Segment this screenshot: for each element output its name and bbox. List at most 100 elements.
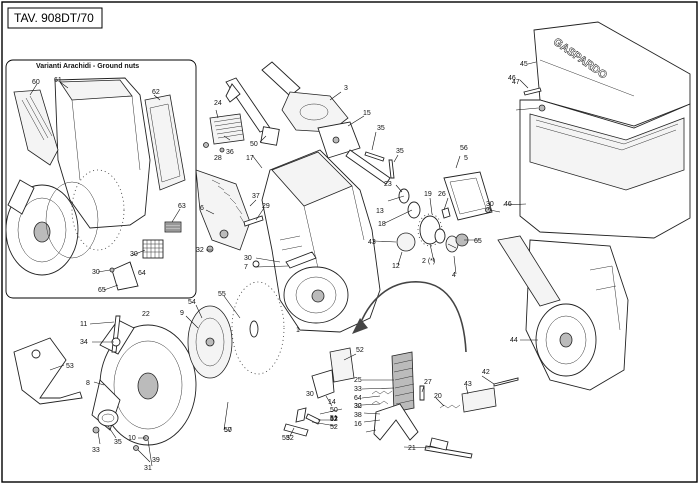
label-33a: 32 [196, 247, 204, 254]
label-28b: 65 [474, 238, 482, 245]
label-20-placed: 20 [434, 393, 442, 400]
inset-seed-disc [71, 169, 125, 251]
bracket-14 [311, 369, 335, 399]
label-36: 35 [114, 439, 122, 446]
label-29: 29 [262, 203, 270, 210]
label-10: 10 [128, 435, 136, 442]
label-5: 5 [464, 155, 468, 162]
assembly-arrow [357, 281, 467, 353]
label-32: 32 [354, 403, 362, 410]
label-51c: 52 [330, 416, 338, 423]
label-58: 56 [460, 145, 468, 152]
bolt-33 [206, 245, 214, 253]
label-56: 54 [188, 299, 196, 306]
tube-assembly [225, 77, 280, 146]
bracket-55 [13, 337, 83, 405]
part-labels: 3 15 35 35 17 24 36 28 50 37 29 6 32 30 … [66, 85, 512, 472]
inset-side-plate [144, 94, 186, 191]
label-16: 16 [354, 421, 362, 428]
label-26: 26 [438, 191, 446, 198]
inset-title: Varianti Arachidi - Ground nuts [36, 63, 139, 70]
label-52-placed: 52 [330, 424, 338, 431]
plate-54 [329, 347, 355, 383]
inset-ground-nuts: Varianti Arachidi - Ground nuts [5, 59, 197, 299]
rod-42 [493, 377, 519, 387]
main-hopper [261, 149, 381, 333]
label-50a: 50 [330, 407, 338, 414]
label-12: 12 [392, 263, 400, 270]
gasket-58 [443, 171, 493, 221]
screw-33 [92, 426, 100, 434]
label-27-placed: 27 [424, 379, 432, 386]
label-13: 13 [376, 208, 384, 215]
label-32b: 30 [354, 403, 362, 410]
label-46a: 46 [504, 201, 512, 208]
bracket-16 [373, 403, 419, 441]
seed-disc [231, 281, 285, 375]
nut-48 [538, 104, 546, 112]
label-30d-placed: 30 [92, 269, 100, 276]
label-21-placed: 21 [408, 445, 416, 452]
part-labels-2: 52 [330, 416, 338, 423]
title-box: TAV. 908DT/70 [7, 7, 103, 29]
label-41: 43 [368, 239, 376, 246]
shaft-21 [424, 445, 473, 459]
coupling-15 [317, 121, 391, 185]
label-45-placed: 45 [520, 61, 528, 68]
label-34: 33 [354, 386, 362, 393]
label-44-placed: 44 [510, 337, 518, 344]
label-51-num: 51 [330, 416, 338, 423]
lever-7 [285, 251, 317, 269]
label-35c: 38 [354, 412, 362, 419]
label-3: 3 [344, 85, 348, 92]
metering-unit [497, 235, 629, 391]
drive-shaft-assembly [261, 61, 349, 133]
lever-53 [283, 423, 309, 437]
label-9: 9 [180, 310, 184, 317]
label-35b: 37 [252, 193, 260, 200]
label-39: 35 [377, 125, 385, 132]
label-30a: 30 [244, 255, 252, 262]
label-43-placed: 43 [464, 381, 472, 388]
label-14: 14 [328, 399, 336, 406]
label-6: 6 [200, 205, 204, 212]
label-30b: 30 [486, 201, 494, 208]
label-11: 11 [80, 321, 87, 328]
large-hopper-body [519, 99, 691, 239]
spring-66 [371, 390, 393, 395]
inset-small-plate [111, 261, 139, 291]
label-61-placed: 61 [54, 77, 62, 84]
inset-scraper [13, 89, 59, 166]
label-15: 15 [363, 110, 371, 117]
arrow-head [352, 318, 368, 334]
label-49: 50 [250, 141, 258, 148]
label-66: 64 [354, 395, 362, 402]
label-22: 22 [142, 311, 150, 318]
graduated-sector [195, 169, 251, 251]
pin-39 [364, 151, 385, 162]
label-38: 34 [80, 339, 88, 346]
label-2: 2 (*) [422, 258, 435, 265]
ring-36 [97, 409, 119, 427]
label-51b: 52 [330, 416, 338, 423]
label-63-placed: 63 [178, 203, 186, 210]
label-57: 55 [218, 291, 226, 298]
label-55: 53 [66, 363, 74, 370]
label-35a: 36 [226, 149, 234, 156]
label-65-placed: 65 [98, 287, 106, 294]
label-18: 18 [378, 221, 386, 228]
label-37: 39 [152, 457, 160, 464]
label-42-placed: 42 [482, 369, 490, 376]
label-19: 19 [424, 191, 432, 198]
label-46b-placed: 46 [508, 75, 516, 82]
label-40: 35 [396, 148, 404, 155]
label-59: 57 [224, 427, 232, 434]
vacuum-cover [187, 305, 233, 379]
label-23: 23 [384, 181, 392, 188]
label-4: 4 [452, 272, 456, 279]
label-25: 25 [354, 377, 362, 384]
label-8: 8 [86, 380, 90, 387]
label-28: 28 [214, 155, 222, 162]
